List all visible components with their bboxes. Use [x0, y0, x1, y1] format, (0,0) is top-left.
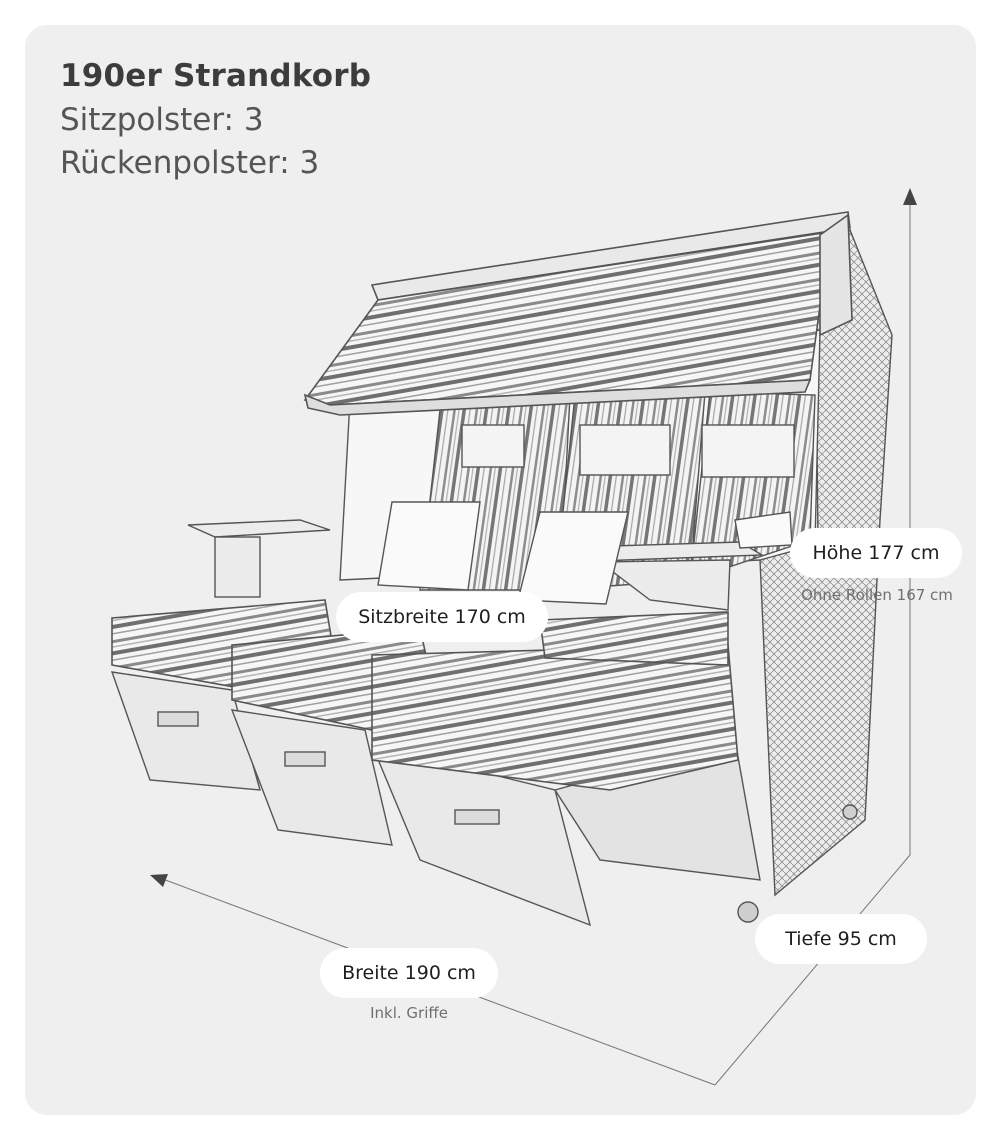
seat-width-label: Sitzbreite 170 cm: [336, 592, 548, 642]
footrests: [110, 671, 592, 927]
depth-dimension-line: [714, 854, 911, 1086]
seat-cushion-count: Sitzpolster: 3: [60, 102, 264, 138]
pillows: [377, 501, 793, 605]
canopy: [303, 211, 853, 416]
height-label: Höhe 177 cm: [790, 528, 962, 578]
height-dimension-line: [903, 188, 917, 855]
width-note: Inkl. Griffe: [370, 1004, 448, 1022]
back-cushion-count: Rückenpolster: 3: [60, 145, 320, 181]
width-label: Breite 190 cm: [320, 948, 498, 998]
seat-cushions: [111, 599, 739, 791]
product-title: 190er Strandkorb: [60, 58, 372, 94]
height-note: Ohne Rollen 167 cm: [801, 586, 953, 604]
depth-label: Tiefe 95 cm: [755, 914, 927, 964]
